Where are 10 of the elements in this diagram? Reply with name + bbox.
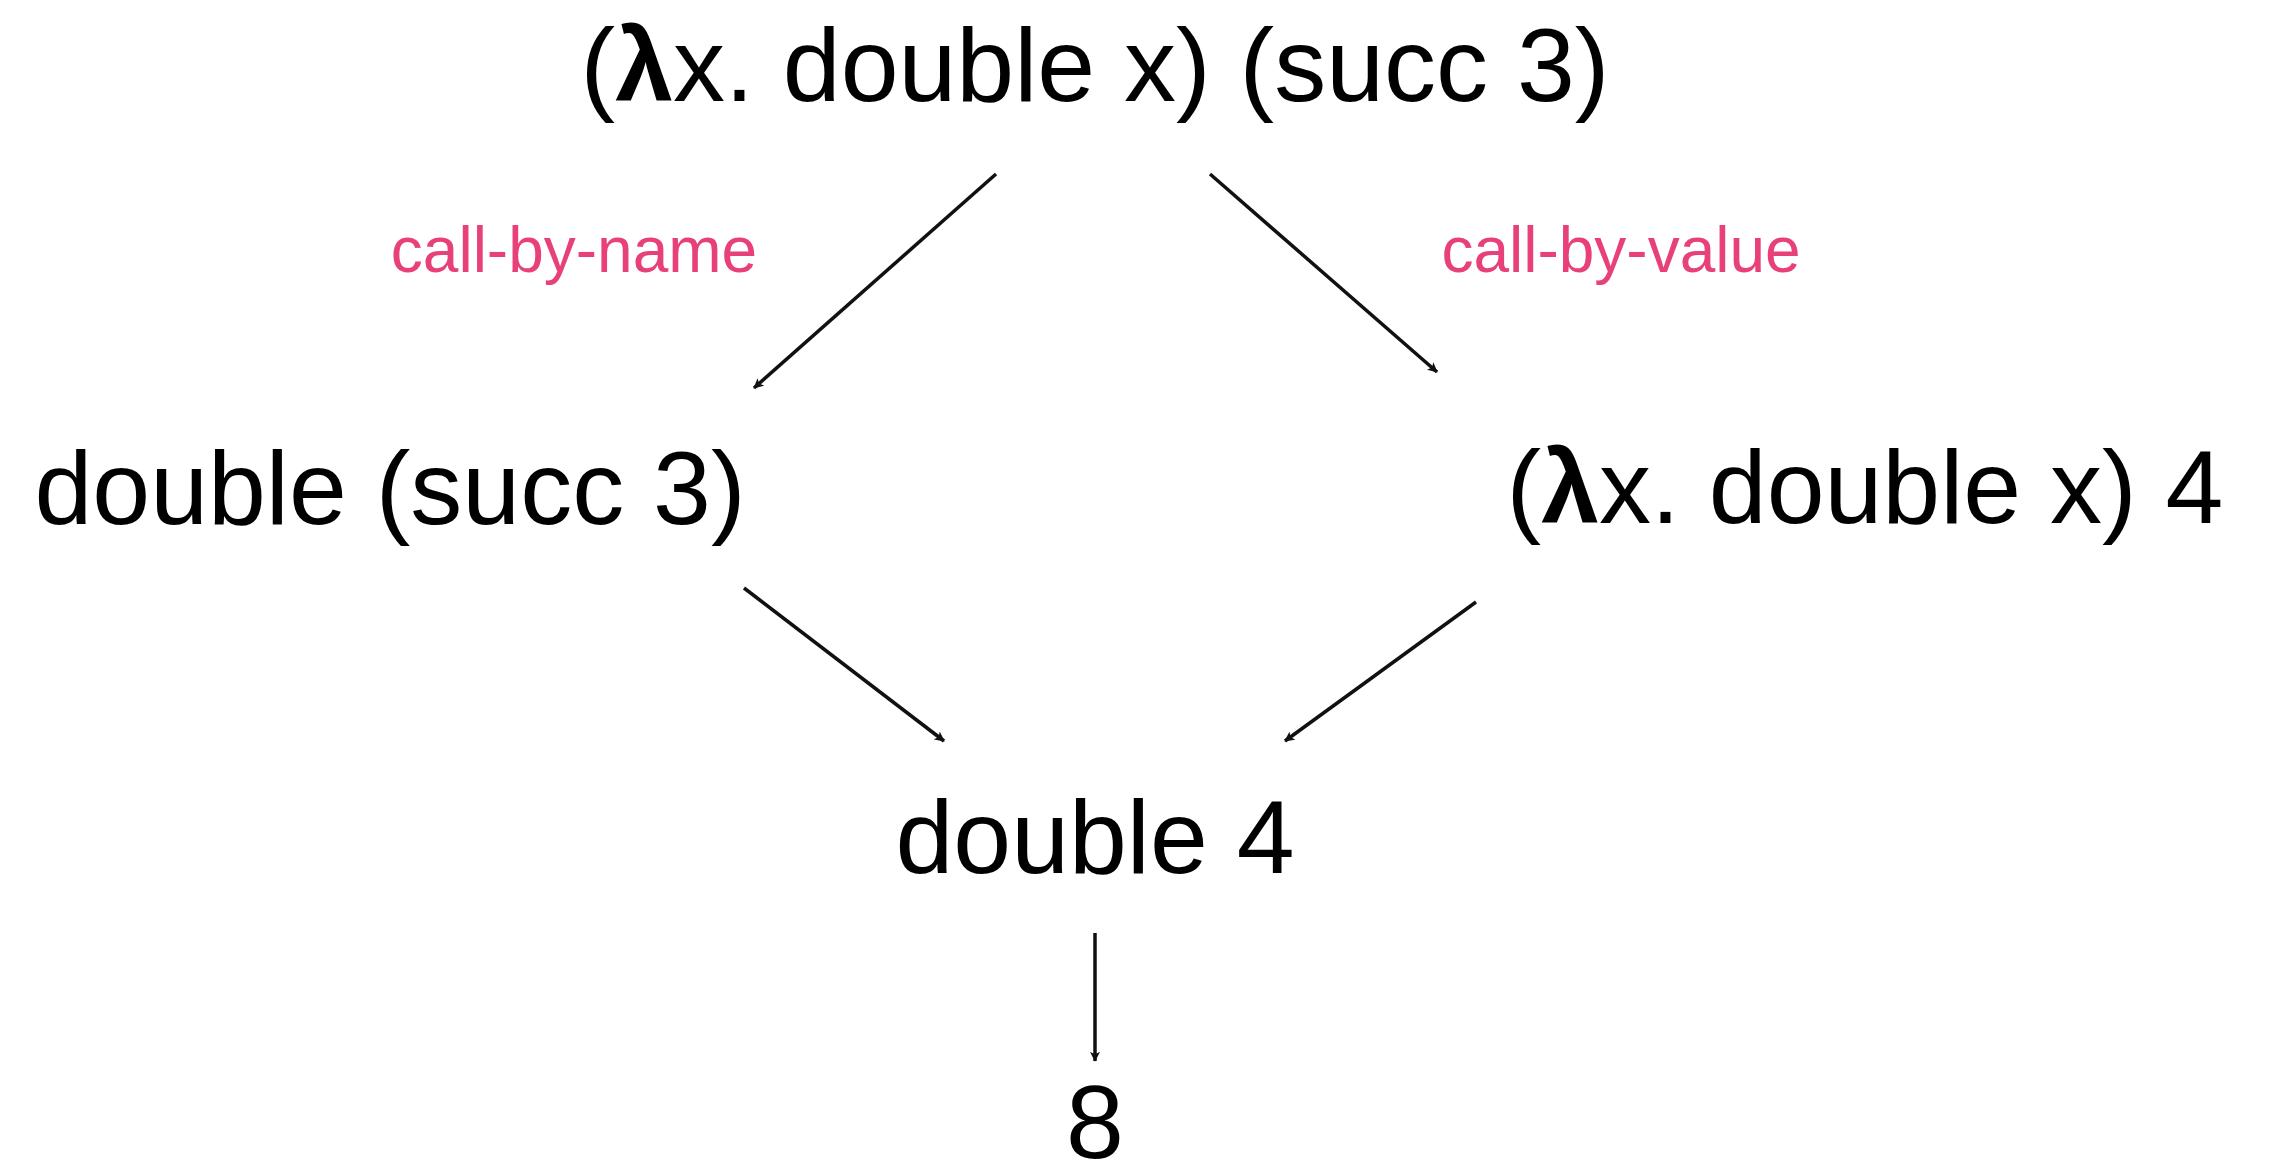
arrow <box>1283 600 1478 743</box>
lambda-term: double (succ 3) <box>34 430 746 546</box>
lambda-term: (λx. double x) (succ 3) <box>580 7 1610 123</box>
lambda-term: (λx. double x) 4 <box>1506 429 2224 545</box>
arrow <box>752 172 998 390</box>
arrow <box>1090 933 1100 1062</box>
arrow <box>742 586 946 743</box>
lambda-term: double 4 <box>895 779 1295 895</box>
lambda-term: 8 <box>1066 1065 1124 1176</box>
arrow <box>1208 172 1439 374</box>
